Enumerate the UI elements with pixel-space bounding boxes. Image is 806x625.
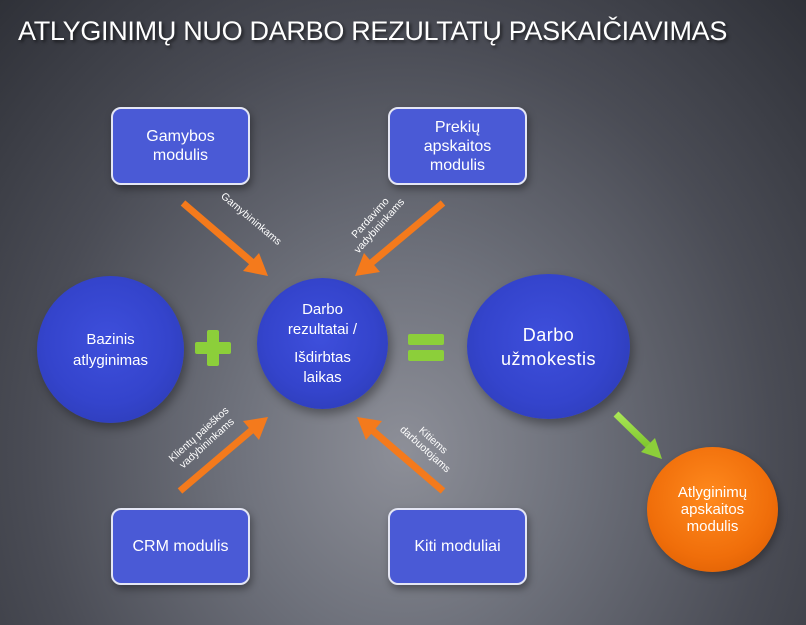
work-results-text: Darbo rezultatai / Išdirbtas laikas	[288, 300, 357, 388]
hours-worked-label: Išdirbtas laikas	[294, 348, 351, 386]
plus-icon	[195, 330, 231, 366]
arrow-production-to-work	[180, 200, 268, 276]
inventory-module-label: Prekių apskaitos modulis	[423, 118, 492, 174]
equals-icon	[408, 334, 444, 361]
crm-module-box: CRM modulis	[111, 508, 250, 585]
arrow-salary-to-payroll	[613, 411, 662, 459]
base-salary-label: Bazinis atlyginimas	[72, 330, 149, 369]
arrow-inventory-to-work	[355, 200, 446, 276]
salary-circle: Darbo užmokestis	[467, 274, 630, 419]
arrow-other-to-work	[357, 417, 446, 494]
inventory-module-box: Prekių apskaitos modulis	[388, 107, 527, 185]
salary-label: Darbo užmokestis	[500, 324, 597, 369]
other-modules-label: Kiti moduliai	[414, 538, 501, 555]
payroll-module-label: Atlyginimų apskaitos modulis	[677, 484, 748, 535]
page-title: ATLYGINIMŲ NUO DARBO REZULTATŲ PASKAIČIA…	[18, 16, 728, 46]
work-results-label: Darbo rezultatai /	[287, 300, 358, 338]
other-modules-box: Kiti moduliai	[388, 508, 527, 585]
payroll-module-circle: Atlyginimų apskaitos modulis	[647, 447, 778, 572]
production-module-label: Gamybos modulis	[146, 128, 215, 164]
arrow-crm-to-work	[177, 417, 268, 494]
base-salary-circle: Bazinis atlyginimas	[37, 276, 184, 423]
work-results-circle: Darbo rezultatai / Išdirbtas laikas	[257, 278, 388, 409]
crm-module-label: CRM modulis	[132, 538, 229, 555]
production-module-box: Gamybos modulis	[111, 107, 250, 185]
